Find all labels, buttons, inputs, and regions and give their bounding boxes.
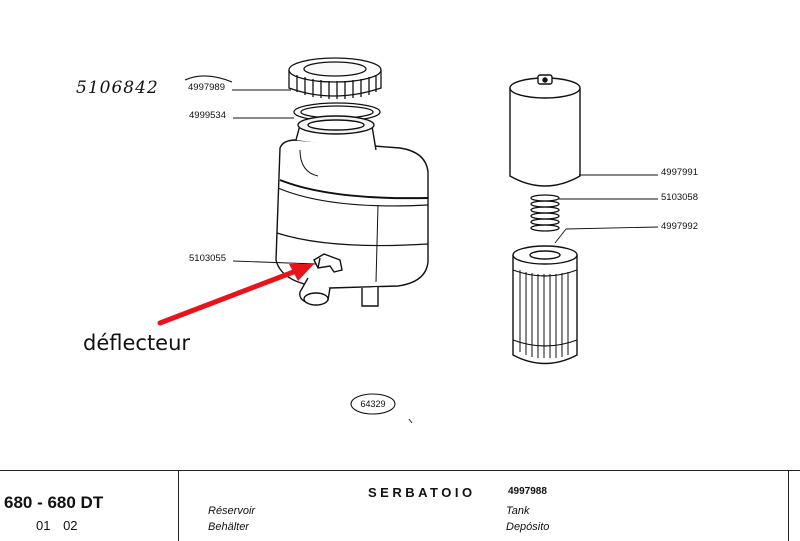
callout-gasket: 4999534 — [189, 110, 226, 121]
figure-number-badge — [350, 393, 396, 415]
strikethrough-mark — [184, 75, 233, 83]
red-arrow — [157, 264, 314, 326]
title-block: 680 - 680 DT 01 02 SERBATOIO 4997988 Rés… — [0, 470, 800, 541]
scan-mark — [408, 418, 413, 424]
section-part-number: 4997988 — [508, 486, 547, 497]
handwritten-part-number: 5106842 — [76, 78, 159, 98]
deflector-label: déflecteur — [83, 331, 190, 355]
callout-spring: 5103058 — [661, 192, 698, 203]
label-german: Behälter — [208, 521, 249, 533]
title-block-divider — [788, 471, 789, 541]
label-english: Tank — [506, 505, 530, 517]
leader-lines — [232, 89, 659, 265]
label-french: Réservoir — [208, 505, 256, 517]
reservoir-cap — [288, 57, 382, 99]
page-numbers: 01 02 — [36, 518, 78, 533]
callout-filter: 4997992 — [661, 221, 698, 232]
filter-element — [512, 245, 578, 365]
label-spanish: Depósito — [506, 521, 550, 533]
callout-cap: 4997989 — [188, 82, 225, 93]
reservoir-tank — [275, 115, 429, 307]
callout-filter-housing: 4997991 — [661, 167, 698, 178]
section-title: SERBATOIO — [368, 485, 476, 500]
filter-housing — [509, 74, 581, 187]
callout-deflector: 5103055 — [189, 253, 226, 264]
model-designation: 680 - 680 DT — [4, 493, 104, 512]
title-block-divider — [178, 471, 179, 541]
figure-number: 64329 — [360, 399, 385, 409]
deflector-part — [313, 253, 343, 273]
filter-spring — [530, 194, 560, 232]
